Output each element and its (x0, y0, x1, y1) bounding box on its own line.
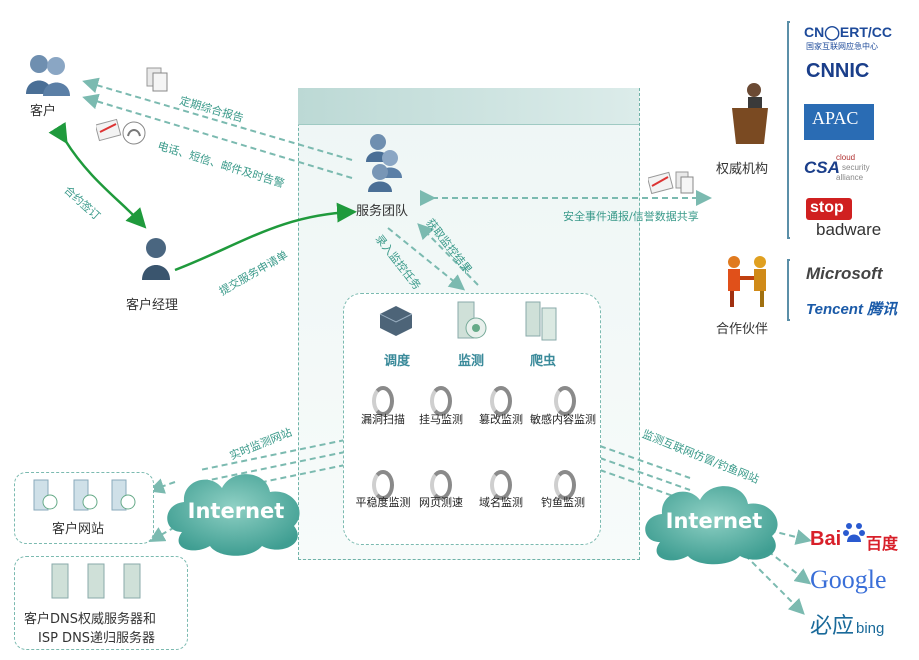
baidu-cn-logo: 百度 (866, 536, 899, 553)
apac-logo: APAC (812, 108, 859, 128)
cnnic-logo: CNNIC (806, 60, 870, 82)
tool-monitor: 监测 (458, 354, 485, 369)
report-icon (146, 67, 168, 92)
service-item: 敏感内容监测 (530, 413, 596, 426)
dns-label-2: ISP DNS递归服务器 (38, 631, 156, 646)
customer-icon (26, 55, 70, 96)
monitor-icon (457, 301, 487, 339)
handshake-icon (728, 256, 766, 307)
ring-icon (430, 386, 452, 416)
cloud-left-text: Internet (188, 499, 285, 523)
csa-sub-1: cloud (836, 153, 856, 162)
arrow-enter (387, 227, 466, 291)
ring-icon (372, 470, 394, 500)
baidu-logo: Bai (810, 528, 842, 550)
alert-icons (96, 118, 146, 145)
cncert-logo: CN◯ERT/CC (804, 24, 892, 40)
arrow-results (417, 223, 479, 286)
partner-label: 合作伙伴 (716, 322, 769, 337)
ring-icon (490, 386, 512, 416)
badware-logo: badware (816, 220, 882, 239)
stop-logo: stop (810, 199, 844, 216)
ring-icon (490, 470, 512, 500)
service-item: 平稳度监测 (355, 496, 411, 509)
baidu-paw-icon (843, 523, 865, 542)
ring-icon (554, 470, 576, 500)
service-team-label: 服务团队 (356, 204, 409, 219)
bing-cn-logo: 必应 (810, 613, 855, 638)
authority-bracket (787, 21, 790, 239)
customer-website-label: 客户网站 (52, 522, 105, 537)
service-item: 钓鱼监测 (541, 496, 585, 509)
service-item: 网页测速 (419, 496, 463, 509)
service-item: 篡改监测 (479, 413, 523, 426)
stop-logo-bg (806, 198, 852, 220)
internet-cloud-right: Internet (645, 486, 778, 565)
bing-logo: bing (856, 620, 885, 637)
microsoft-logo: Microsoft (806, 264, 883, 283)
google-logo: Google (810, 565, 887, 594)
ring-icon (430, 470, 452, 500)
csa-logo: CSA (804, 158, 840, 177)
arrow-alert (82, 93, 353, 179)
cncert-sub: 国家互联网应急中心 (806, 42, 878, 51)
schedule-icon (379, 306, 413, 336)
share-icons (648, 171, 694, 195)
speaker-podium-icon (732, 83, 768, 144)
service-item: 漏洞扫描 (361, 413, 405, 426)
ring-icon (554, 386, 576, 416)
internet-cloud-left: Internet (167, 474, 300, 556)
arrow-report (82, 77, 353, 161)
csa-sub-3: alliance (836, 173, 864, 182)
website-server-icons (33, 479, 136, 511)
tool-schedule: 调度 (384, 354, 411, 369)
dns-label-1: 客户DNS权威服务器和 (24, 612, 156, 627)
service-item: 挂马监测 (419, 413, 463, 426)
tool-crawler: 爬虫 (530, 354, 557, 369)
arrow-rt1 (199, 439, 346, 471)
account-manager-icon (142, 238, 170, 280)
arrow-contract (48, 121, 147, 229)
csa-sub-2: security (842, 163, 870, 172)
customer-label: 客户 (30, 104, 57, 119)
apac-logo-bg (804, 104, 874, 140)
partner-bracket (787, 259, 790, 321)
share-label: 安全事件通报/信誉数据共享 (563, 210, 699, 223)
arrow-request (174, 202, 357, 272)
service-item: 域名监测 (479, 496, 523, 509)
tencent-logo: Tencent 腾讯 (806, 301, 898, 318)
ring-icon (372, 386, 394, 416)
dns-server-icons (51, 563, 141, 599)
service-panel-header (298, 88, 639, 125)
authority-label: 权威机构 (716, 162, 769, 177)
service-team-icon (366, 134, 402, 192)
account-manager-label: 客户经理 (126, 298, 179, 313)
dns-box (14, 556, 188, 650)
crawler-icon (525, 301, 557, 341)
cloud-right-text: Internet (666, 509, 763, 533)
